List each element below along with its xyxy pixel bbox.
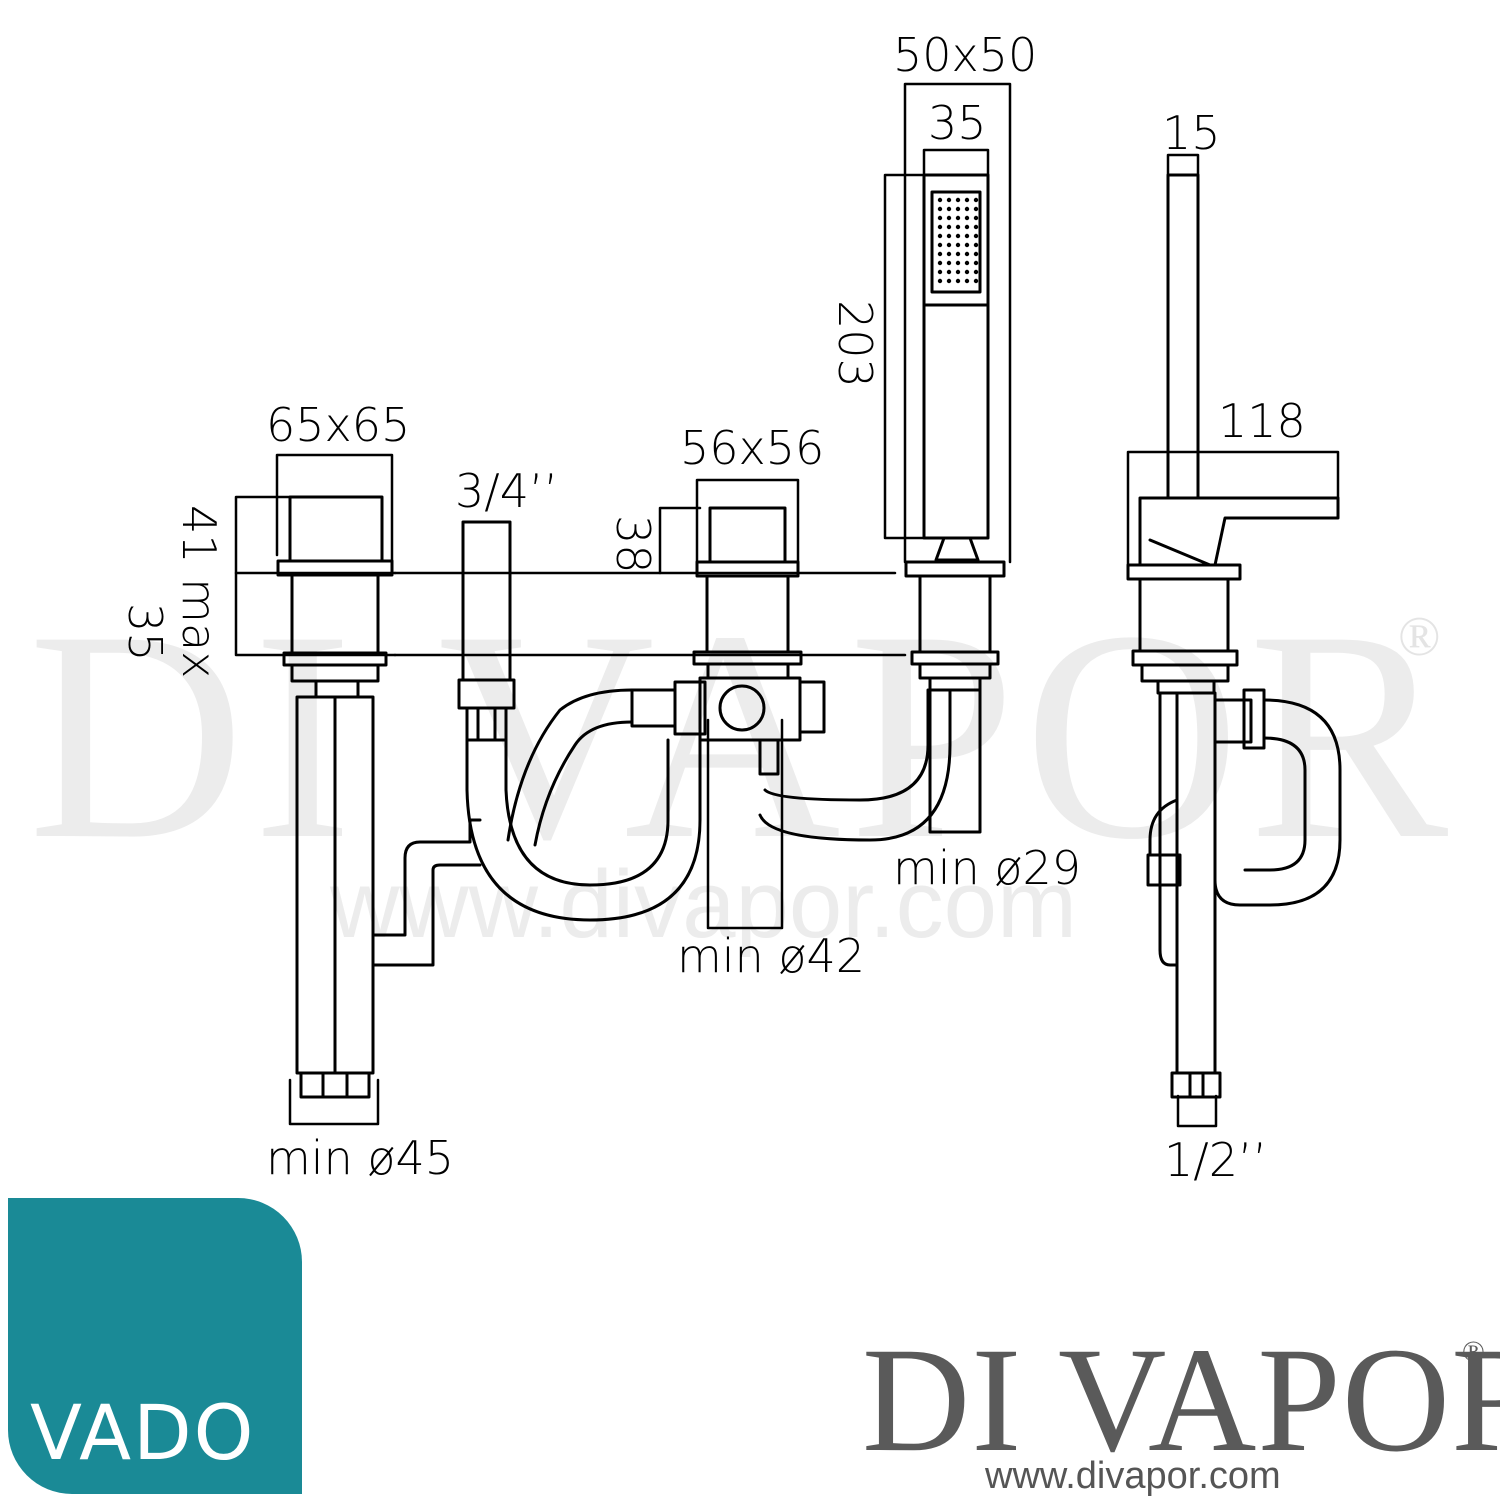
watermark-registered: ® bbox=[1398, 606, 1441, 668]
center-hoses bbox=[457, 520, 952, 922]
dimension-min-29: min ø29 bbox=[893, 841, 1082, 895]
dimension-three-quarter: 3/4’’ bbox=[455, 464, 559, 518]
dimension-203: 203 bbox=[828, 300, 882, 388]
handset-spray-holes bbox=[937, 197, 979, 284]
dimension-35-height: 35 bbox=[118, 603, 172, 662]
watermark-url: www.divapor.com bbox=[330, 851, 1077, 958]
dimension-15: 15 bbox=[1162, 106, 1221, 160]
dimension-56x56: 56x56 bbox=[680, 421, 825, 475]
vado-logo-text: VADO bbox=[30, 1388, 256, 1477]
dimension-41-max: 41 max bbox=[172, 505, 226, 679]
dimension-min-45: min ø45 bbox=[266, 1131, 455, 1185]
vado-logo bbox=[8, 1198, 302, 1494]
left-valve-body bbox=[276, 495, 482, 1099]
dimension-50x50: 50x50 bbox=[893, 28, 1038, 82]
dimension-65x65: 65x65 bbox=[266, 398, 411, 452]
dimension-38: 38 bbox=[606, 515, 660, 574]
divapor-registered-mark: ® bbox=[1462, 1335, 1485, 1368]
dimension-35-width: 35 bbox=[928, 96, 987, 150]
divapor-url: www.divapor.com bbox=[985, 1455, 1281, 1497]
dimension-118: 118 bbox=[1218, 394, 1306, 448]
dimension-min-42: min ø42 bbox=[677, 929, 866, 983]
side-view-mixer bbox=[1126, 173, 1342, 1099]
divapor-logo-text: DI VAPOR bbox=[862, 1317, 1500, 1483]
shower-handset bbox=[904, 173, 1006, 834]
watermark-brand: DI VAPOR bbox=[28, 569, 1457, 901]
dimension-half-inch: 1/2’’ bbox=[1164, 1133, 1268, 1187]
center-diverter-body bbox=[630, 506, 826, 776]
